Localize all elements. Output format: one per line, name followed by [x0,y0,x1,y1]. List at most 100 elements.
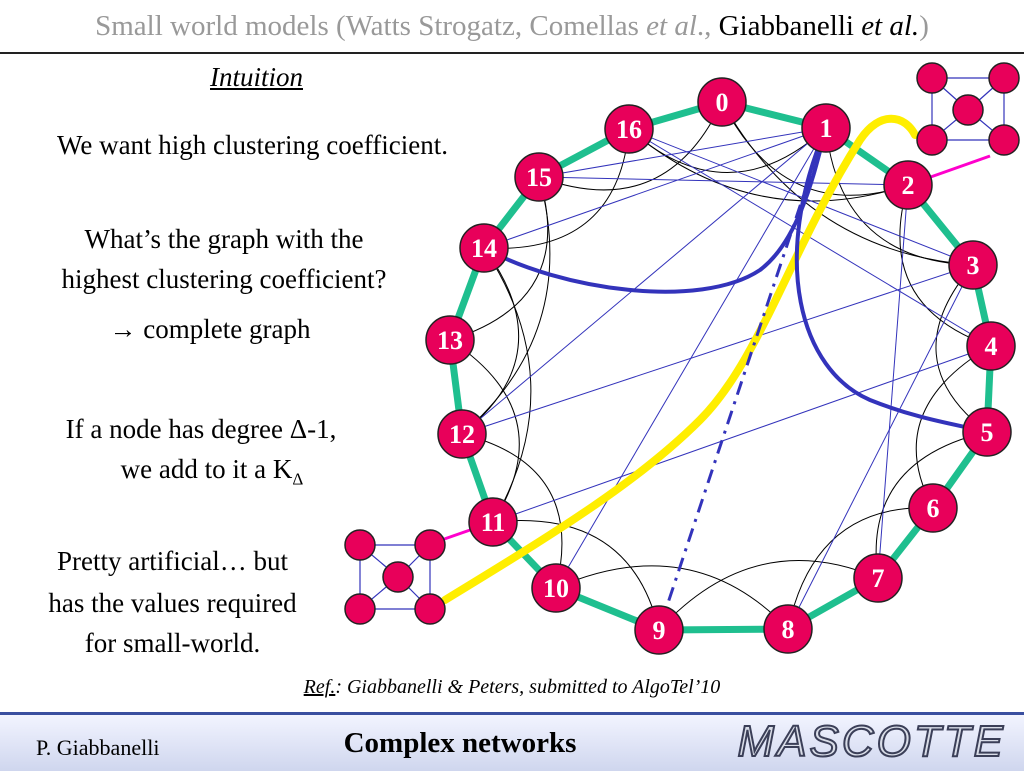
edge-local [825,127,974,266]
clique-node [988,62,1020,94]
degree-line-1: If a node has degree Δ-1, [65,414,337,444]
node-circle [883,160,933,210]
edge-local [483,128,630,249]
edge-shortcut [538,176,909,186]
edge-shortcut [787,264,974,630]
edge-local [461,433,563,589]
node-circle [801,103,851,153]
graph-node: 12 [437,409,487,459]
edge-local [555,565,789,630]
clique-node [344,529,376,561]
graph-node: 10 [531,563,581,613]
node-label: 11 [481,508,506,537]
node-label: 14 [471,234,497,263]
graph-node: 15 [514,152,564,202]
edge-local [461,247,520,435]
answer-text: → complete graph [109,314,311,344]
node-circle [531,563,581,613]
graph-node: 13 [425,315,475,365]
graph-node: 1 [801,103,851,153]
edge-local [483,247,532,523]
artificial-line-3: for small-world. [84,628,261,658]
slide-title: Small world models (Watts Strogatz, Come… [95,10,929,42]
node-label: 16 [616,115,642,144]
node-circle [425,315,475,365]
clique-node [916,62,948,94]
node-circle [948,240,998,290]
edge-local [449,339,520,523]
footer-course-title: Complex networks [343,727,577,759]
edge-local [628,127,827,174]
clustering-text: We want high clustering coefficient. [57,130,448,160]
graph-node: 0 [697,77,747,127]
node-circle [468,497,518,547]
clique-bottom-left [344,529,446,625]
shortcut-curve-14-1 [483,127,828,294]
edge-shortcut [461,264,974,435]
degree-line-2: we add to it a KΔ [120,454,304,489]
reference-citation: Ref.: Giabbanelli & Peters, submitted to… [303,676,721,698]
mascotte-logo: MASCOTTE [737,716,1006,767]
clique-node [414,529,446,561]
edge-local [721,101,974,266]
node-circle [908,483,958,533]
node-circle [966,321,1016,371]
graph-node: 8 [763,604,813,654]
footer-bar: P. Giabbanelli Complex networks MASCOTTE [0,712,1024,771]
clique-node [344,593,376,625]
graph-node: 11 [468,497,518,547]
node-circle [604,104,654,154]
graph-node: 3 [948,240,998,290]
graph-node: 4 [966,321,1016,371]
edge-local [875,431,988,579]
edge-local [461,176,551,435]
clique-node [988,124,1020,156]
edge-local [721,101,909,196]
edge-local [935,264,988,433]
node-circle [763,604,813,654]
node-label: 10 [543,574,569,603]
node-circle [697,77,747,127]
clique-node [916,124,948,156]
node-circle [634,605,684,655]
edge-shortcut [877,184,909,579]
clique-node [414,593,446,625]
graph-node: 14 [459,223,509,273]
node-label: 1 [820,114,833,143]
node-circle [962,407,1012,457]
title-divider [0,52,1024,54]
artificial-line-2: has the values required [48,588,297,618]
edge-local [787,507,934,630]
shortcut-curve-1-5 [794,127,988,434]
question-line-2: highest clustering coefficient? [61,264,387,294]
edge-local [628,128,909,202]
question-line-1: What’s the graph with the [84,224,364,254]
node-circle [437,409,487,459]
node-label: 2 [902,171,915,200]
edge-shortcut [538,127,827,178]
node-label: 12 [449,420,475,449]
node-circle [514,152,564,202]
node-circle [459,223,509,273]
node-label: 9 [653,616,666,645]
node-circle [853,553,903,603]
graph-node: 7 [853,553,903,603]
dashed-shortcut-9-1 [657,127,828,631]
graph-node: 9 [634,605,684,655]
node-label: 7 [872,564,885,593]
node-label: 6 [927,494,940,523]
section-heading: Intuition [210,62,303,92]
clique-node [382,561,414,593]
edge-shortcut [628,128,974,266]
edge-shortcut [461,127,827,435]
node-label: 8 [782,615,795,644]
highlighted-path [441,114,919,604]
clique-top-right [916,62,1020,156]
footer-author: P. Giabbanelli [36,735,160,760]
edge-shortcut [492,345,992,523]
graph-node: 2 [883,160,933,210]
node-label: 13 [437,326,463,355]
graph-node: 16 [604,104,654,154]
node-label: 3 [967,251,980,280]
